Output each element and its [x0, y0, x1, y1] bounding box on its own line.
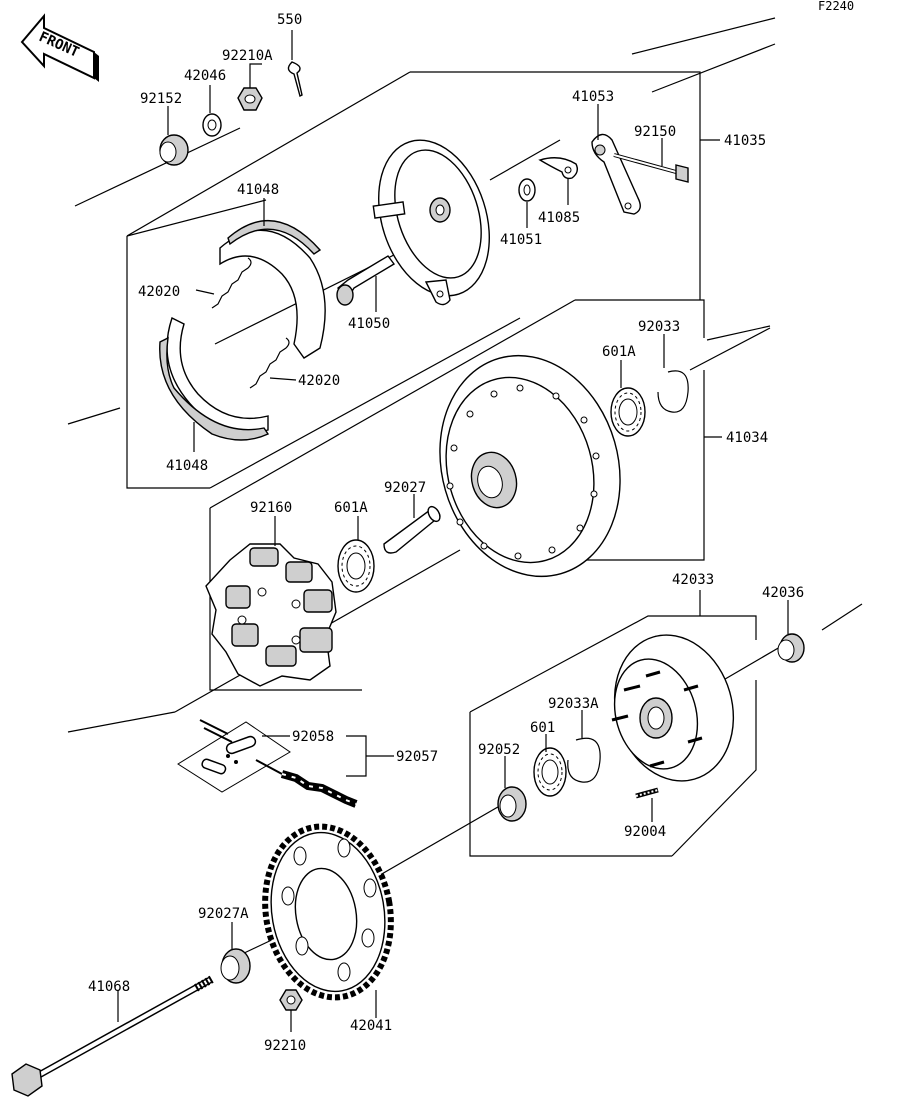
coupling-42033 — [611, 634, 735, 782]
label-42046: 42046 — [184, 68, 226, 84]
lever-41053 — [591, 133, 641, 215]
figure-code: F2240 — [818, 0, 854, 13]
bolt-92150 — [613, 153, 689, 183]
label-92033A: 92033A — [548, 696, 599, 712]
group-outline-41035 — [126, 71, 720, 489]
label-41068: 41068 — [88, 979, 130, 995]
label-550: 550 — [277, 12, 302, 28]
label-41085: 41085 — [538, 210, 580, 226]
label-41053: 41053 — [572, 89, 614, 105]
label-92150: 92150 — [634, 124, 676, 140]
sprocket-42041 — [262, 823, 394, 1001]
spring-42020-upper — [211, 257, 252, 309]
label-601: 601 — [530, 720, 555, 736]
label-601A-lower: 601A — [334, 500, 368, 516]
label-92057: 92057 — [396, 749, 438, 765]
label-41051: 41051 — [500, 232, 542, 248]
label-92027A: 92027A — [198, 906, 249, 922]
bearing-601 — [533, 747, 567, 797]
group-outline-42033 — [469, 590, 757, 857]
bearing-601A-upper — [610, 387, 646, 437]
collar-42036 — [777, 633, 805, 663]
label-92210A: 92210A — [222, 48, 273, 64]
wheel-hub-41034 — [439, 354, 621, 578]
castle-nut-92210A — [237, 87, 263, 111]
label-92160: 92160 — [250, 500, 292, 516]
label-92152: 92152 — [140, 91, 182, 107]
label-92004: 92004 — [624, 824, 666, 840]
label-41048-lower: 41048 — [166, 458, 208, 474]
group-outline-41034 — [209, 299, 722, 691]
cotter-pin-550 — [287, 61, 303, 98]
label-42041: 42041 — [350, 1018, 392, 1034]
label-42020-upper: 42020 — [138, 284, 180, 300]
circlip-92033 — [657, 370, 689, 413]
label-92210: 92210 — [264, 1038, 306, 1054]
master-link-92058 — [177, 719, 291, 793]
axle-41068 — [11, 975, 214, 1097]
label-42020-lower: 42020 — [298, 373, 340, 389]
label-41050: 41050 — [348, 316, 390, 332]
label-92058: 92058 — [292, 729, 334, 745]
washer-42046 — [202, 113, 222, 137]
label-41048-upper: 41048 — [237, 182, 279, 198]
label-601A-upper: 601A — [602, 344, 636, 360]
indicator-41085 — [538, 157, 579, 180]
brake-shoe-lower-41048 — [159, 317, 270, 441]
nut-92210 — [279, 989, 303, 1011]
label-42036: 42036 — [762, 585, 804, 601]
label-41034: 41034 — [726, 430, 768, 446]
seal-41051 — [518, 178, 536, 202]
spring-42020-lower — [249, 337, 290, 389]
label-92033: 92033 — [638, 319, 680, 335]
damper-92160 — [205, 543, 337, 687]
camshaft-41050 — [336, 255, 396, 306]
seal-92052 — [497, 786, 527, 822]
label-42033: 42033 — [672, 572, 714, 588]
front-arrow-icon: FRONT — [20, 13, 99, 82]
label-92052: 92052 — [478, 742, 520, 758]
brake-shoe-upper-41048 — [219, 219, 326, 359]
chain-92057 — [255, 759, 358, 808]
brake-panel — [372, 139, 490, 306]
collar-92027 — [383, 505, 441, 554]
label-92027: 92027 — [384, 480, 426, 496]
stud-92004 — [635, 787, 659, 799]
circlip-92033A — [567, 737, 601, 783]
collar-92027A — [220, 948, 251, 984]
bearing-601A-lower — [337, 539, 375, 593]
label-41035: 41035 — [724, 133, 766, 149]
collar-92152 — [159, 134, 189, 166]
